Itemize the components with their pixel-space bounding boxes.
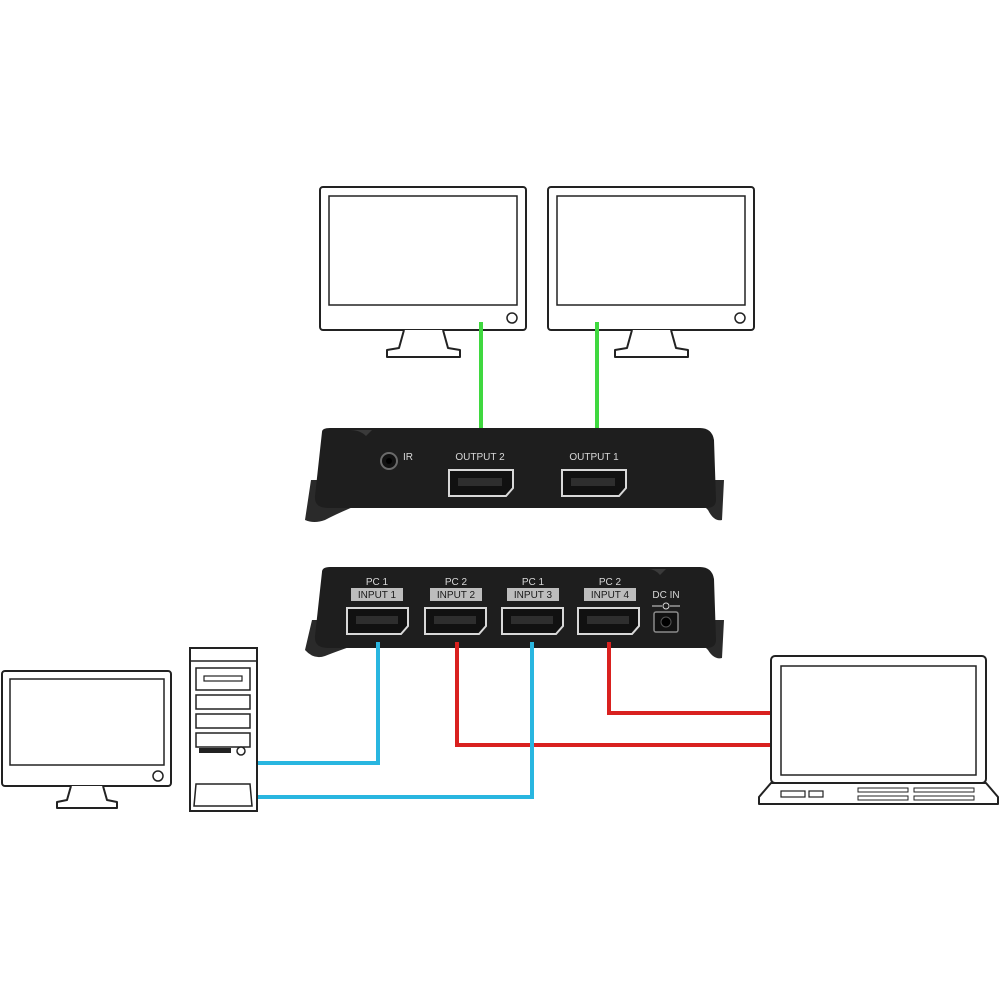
monitor-output-1 [547, 186, 755, 358]
monitor-output-2 [319, 186, 527, 358]
input-3-source-label: PC 1 [522, 577, 545, 588]
input-4-port[interactable] [577, 607, 640, 635]
input-2-source-label: PC 2 [445, 577, 468, 588]
input-4-label: INPUT 4 [591, 590, 630, 601]
ir-label: IR [403, 452, 413, 463]
input-3-label: INPUT 3 [514, 590, 553, 601]
monitor-pc1 [1, 670, 172, 809]
output-2-port[interactable] [448, 469, 514, 497]
input-2-label: INPUT 2 [437, 590, 476, 601]
input-1-port[interactable] [346, 607, 409, 635]
cable-pc1-input-3 [245, 642, 534, 799]
dc-in-port[interactable] [653, 611, 679, 633]
cable-pc2-input-4 [607, 642, 796, 715]
output-1-label: OUTPUT 1 [569, 452, 619, 463]
input-3-port[interactable] [501, 607, 564, 635]
dc-in-label: DC IN [652, 590, 679, 601]
cable-pc2-input-2 [455, 642, 796, 747]
input-1-source-label: PC 1 [366, 577, 389, 588]
input-1-label: INPUT 1 [358, 590, 397, 601]
desktop-tower-icon [189, 647, 258, 812]
input-4-source-label: PC 2 [599, 577, 622, 588]
cable-pc1-input-1 [245, 642, 380, 765]
output-2-label: OUTPUT 2 [455, 452, 505, 463]
output-1-port[interactable] [561, 469, 627, 497]
laptop-icon [758, 655, 999, 805]
input-2-port[interactable] [424, 607, 487, 635]
dc-symbol-icon [652, 602, 680, 610]
switch-output-panel: IR OUTPUT 2 OUTPUT 1 [305, 428, 724, 522]
switch-input-panel: PC 1 INPUT 1 PC 2 INPUT 2 PC 1 INPUT 3 P… [305, 567, 724, 659]
